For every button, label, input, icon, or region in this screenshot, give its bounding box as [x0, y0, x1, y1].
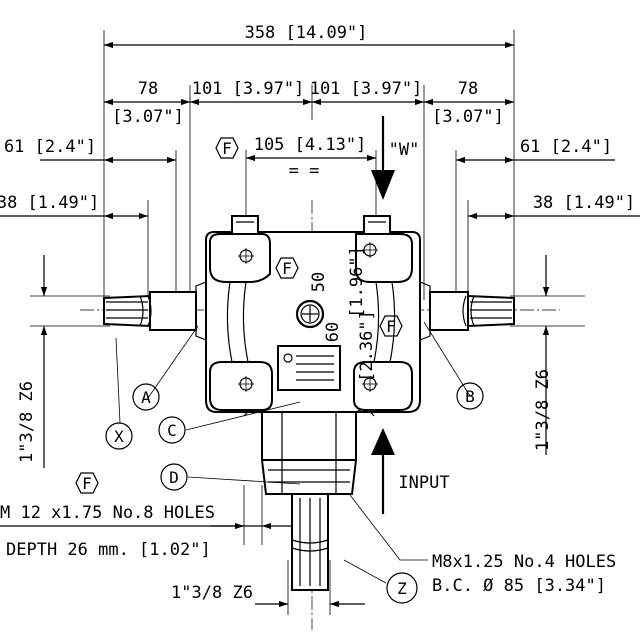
dim-v-50: 50: [309, 272, 329, 292]
note-bolt-line2: B.C. Ø 85 [3.34"]: [432, 576, 606, 596]
note-bottom-spline: 1"3/8 Z6: [171, 583, 253, 603]
note-holes-line2: DEPTH 26 mm. [1.02"]: [6, 540, 211, 560]
callout-a: A: [132, 383, 160, 411]
dim-half-right: 101 [3.97"]: [310, 79, 423, 99]
callout-b-text: B: [465, 387, 475, 406]
dim-equal-marks: = =: [289, 161, 320, 181]
label-w: "W": [389, 140, 420, 160]
leader-lines: [115, 321, 471, 584]
callout-b: B: [456, 382, 484, 410]
dim-right-38: 38 [1.49"]: [533, 193, 635, 213]
callout-z: Z: [386, 572, 418, 604]
marker-f-right-text: F: [386, 317, 396, 336]
marker-f-center-text: F: [282, 259, 292, 278]
callout-a-text: A: [141, 388, 151, 407]
dim-right-61: 61 [2.4"]: [520, 137, 612, 157]
right-output-shaft: [429, 291, 515, 331]
dim-left-78: 78: [138, 79, 158, 99]
callout-c: C: [158, 416, 186, 444]
dim-v-60: 60: [323, 322, 343, 342]
note-right-spline: 1"3/8 Z6: [533, 369, 553, 451]
dim-right-78-in: [3.07"]: [432, 107, 504, 127]
note-holes-line1: M 12 x1.75 No.8 HOLES: [0, 503, 215, 523]
gearbox-housing: [195, 215, 431, 413]
marker-f-top: F: [215, 137, 239, 159]
dimension-lines: [0, 41, 640, 608]
callout-x-text: X: [114, 427, 124, 446]
dim-half-left: 101 [3.97"]: [192, 79, 305, 99]
callout-d-text: D: [169, 468, 179, 487]
input-arrow-head: [371, 428, 395, 455]
left-output-shaft: [103, 291, 197, 331]
dim-left-78-in: [3.07"]: [112, 107, 184, 127]
dim-left-38: 38 [1.49"]: [0, 193, 99, 213]
note-bolt-line1: M8x1.25 No.4 HOLES: [432, 552, 616, 572]
dim-bolt-105: 105 [4.13"]: [254, 135, 367, 155]
callout-d: D: [160, 463, 188, 491]
input-shaft-assembly: [243, 409, 375, 591]
marker-f-top-text: F: [222, 139, 232, 158]
marker-f-right: F: [379, 315, 403, 337]
marker-f-holes-text: F: [82, 474, 92, 493]
dim-v-50-in: [1.96"]: [347, 246, 367, 318]
dim-v-60-in: [2.36"]: [357, 310, 377, 382]
direction-arrows: [371, 116, 395, 514]
note-left-spline: 1"3/8 Z6: [17, 381, 37, 463]
dim-overall: 358 [14.09"]: [245, 23, 368, 43]
w-arrow-head: [371, 170, 395, 200]
dim-right-78: 78: [458, 79, 478, 99]
marker-f-center: F: [275, 257, 299, 279]
dim-left-61: 61 [2.4"]: [4, 137, 96, 157]
callout-z-text: Z: [397, 579, 407, 598]
callout-x: X: [105, 422, 133, 450]
label-input: INPUT: [398, 473, 449, 493]
marker-f-holes: F: [75, 472, 99, 494]
callout-c-text: C: [167, 421, 177, 440]
